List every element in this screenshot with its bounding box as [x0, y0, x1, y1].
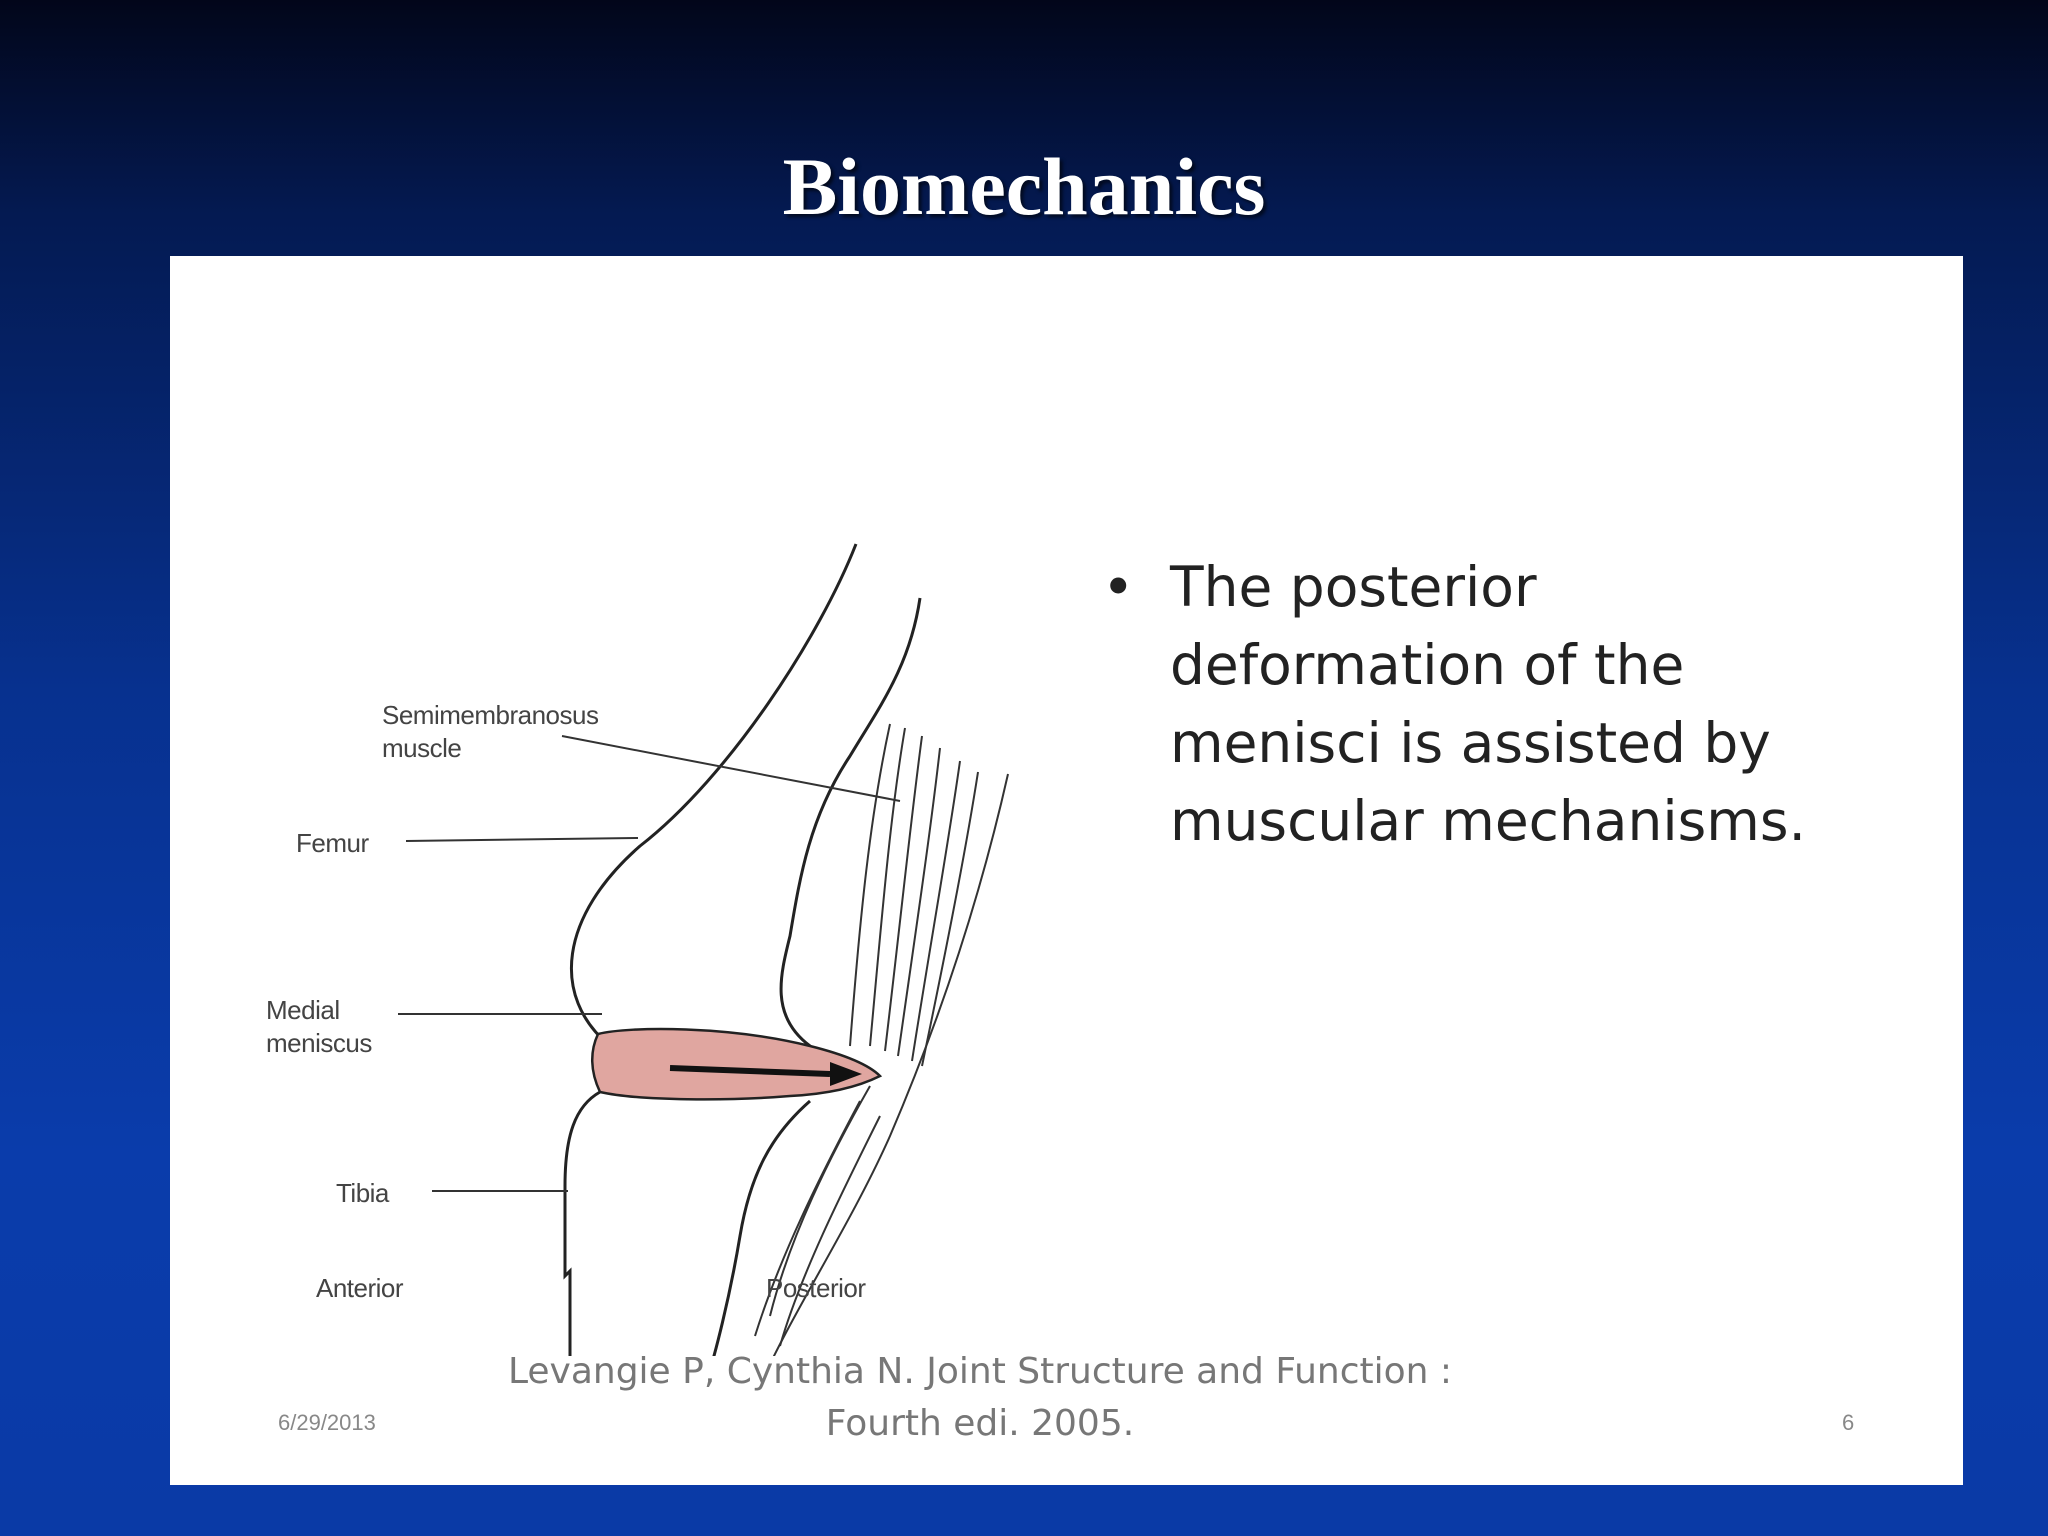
knee-diagram [398, 543, 1009, 1356]
content-panel: Semimembranosus muscle Femur Medial meni… [170, 256, 1963, 1485]
bullet-marker: • [1102, 555, 1135, 619]
slide-page-number: 6 [1842, 1410, 1855, 1435]
tibia-outline [563, 1090, 601, 1356]
label-semimembranosus: Semimembranosus muscle [382, 700, 599, 763]
meniscus-shape [591, 1027, 883, 1101]
label-medial-meniscus: Medial meniscus [266, 995, 372, 1058]
label-tibia: Tibia [336, 1178, 389, 1208]
tibia-posterior-edge [712, 1099, 811, 1356]
bullet-text: The posterior deformation of the menisci… [1170, 555, 1806, 853]
citation: Levangie P, Cynthia N. Joint Structure a… [507, 1351, 1453, 1444]
leader-semimembranosus [561, 735, 901, 802]
leader-femur [405, 837, 639, 842]
label-posterior: Posterior [766, 1273, 866, 1303]
label-anterior: Anterior [316, 1273, 404, 1303]
meniscus-arrow [669, 1065, 831, 1077]
slide-date: 6/29/2013 [278, 1410, 376, 1435]
meniscus-arrowhead [830, 1062, 862, 1086]
muscle-fibers [754, 723, 1009, 1356]
label-femur: Femur [296, 828, 369, 858]
femur-outline [569, 543, 922, 1065]
slide-title: Biomechanics [782, 141, 1266, 232]
